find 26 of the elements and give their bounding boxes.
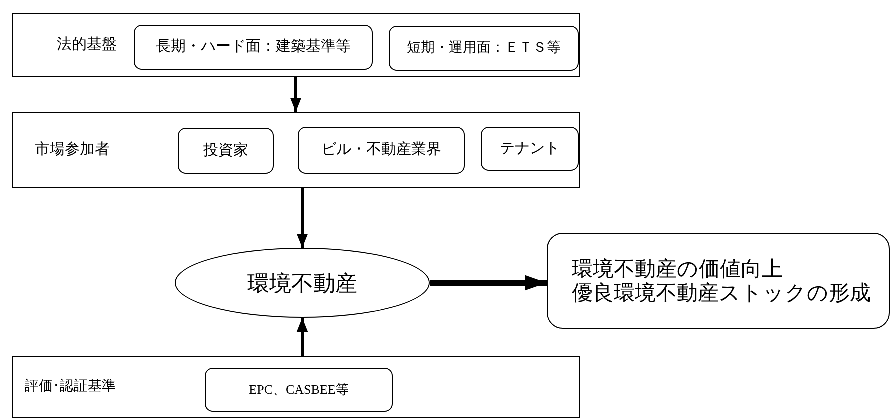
group-heading: 法的基盤: [57, 36, 117, 55]
arrow: [290, 77, 302, 112]
result-box: [547, 233, 890, 329]
node-text: テナント: [500, 140, 560, 159]
node-text: ビル・不動産業界: [322, 140, 442, 160]
arrow: [430, 275, 547, 291]
arrow: [296, 318, 308, 356]
group-heading: 評価･認証基準: [25, 378, 116, 396]
node-text: 投資家: [204, 141, 248, 161]
node-text: 優良環境不動産ストックの形成: [572, 281, 871, 306]
item-box: [178, 128, 274, 174]
node-text: 環境不動産の価値向上: [572, 256, 783, 281]
node-text: 短期・運用面：ＥＴＳ等: [407, 40, 561, 58]
arrow: [296, 188, 308, 248]
item-box: [389, 26, 579, 71]
group-box: [12, 112, 580, 188]
group-heading: 市場参加者: [35, 140, 110, 160]
group-box: [12, 13, 580, 77]
node-text: 長期・ハード面：建築基準等: [156, 38, 351, 58]
item-box: [481, 127, 579, 171]
node-text: EPC、CASBEE等: [249, 381, 349, 400]
item-box: [205, 368, 393, 412]
group-box: [12, 356, 580, 418]
node-text: 環境不動産: [248, 270, 358, 298]
item-box: [134, 25, 373, 70]
item-box: [298, 127, 465, 174]
